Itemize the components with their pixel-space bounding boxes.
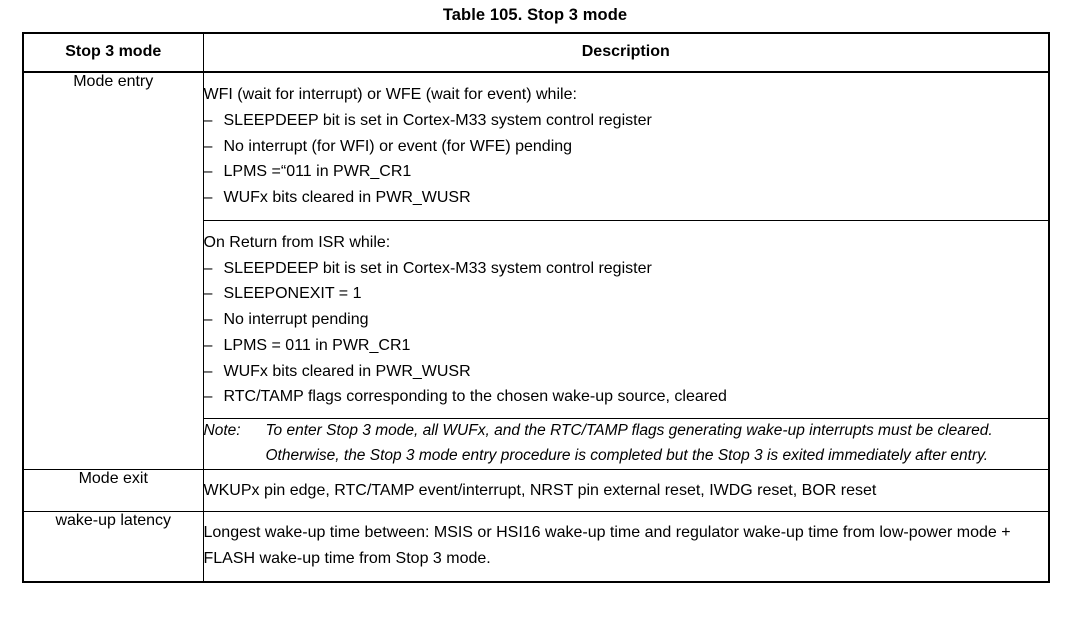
block1-lead-line: WFI (wait for interrupt) or WFE (wait fo… xyxy=(203,86,577,103)
list-item: RTC/TAMP flags corresponding to the chos… xyxy=(204,384,1049,410)
column-header-description: Description xyxy=(202,32,1050,73)
mode-entry-block-1: WFI (wait for interrupt) or WFE (wait fo… xyxy=(202,71,1050,221)
note-text: To enter Stop 3 mode, all WUFx, and the … xyxy=(265,422,993,464)
list-item: SLEEPONEXIT = 1 xyxy=(204,281,1049,307)
note-label: Note: xyxy=(203,422,241,439)
block2-condition-list: SLEEPDEEP bit is set in Cortex-M33 syste… xyxy=(204,256,1049,411)
table-container: Stop 3 mode Description Mode entry WFI (… xyxy=(22,32,1050,583)
list-item: LPMS = 011 in PWR_CR1 xyxy=(204,333,1049,359)
mode-entry-block-2: On Return from ISR while: SLEEPDEEP bit … xyxy=(202,219,1050,420)
list-item: SLEEPDEEP bit is set in Cortex-M33 syste… xyxy=(204,256,1049,282)
row-label-mode-exit: Mode exit xyxy=(22,468,204,513)
row-label-wakeup-latency: wake-up latency xyxy=(22,511,204,583)
table-header-row: Stop 3 mode Description xyxy=(22,32,1050,73)
list-item: WUFx bits cleared in PWR_WUSR xyxy=(204,185,1049,211)
list-item: LPMS =“011 in PWR_CR1 xyxy=(204,159,1049,185)
list-item: WUFx bits cleared in PWR_WUSR xyxy=(204,359,1049,385)
table-row: Mode entry WFI (wait for interrupt) or W… xyxy=(22,71,1050,470)
mode-exit-description: WKUPx pin edge, RTC/TAMP event/interrupt… xyxy=(202,468,1050,513)
block2-lead-line: On Return from ISR while: xyxy=(203,233,391,251)
mode-entry-note: Note: To enter Stop 3 mode, all WUFx, an… xyxy=(202,418,1050,470)
list-item: No interrupt (for WFI) or event (for WFE… xyxy=(204,134,1049,160)
wakeup-latency-description: Longest wake-up time between: MSIS or HS… xyxy=(202,511,1050,583)
list-item: No interrupt pending xyxy=(204,307,1049,333)
column-header-mode: Stop 3 mode xyxy=(22,32,204,73)
row-label-mode-entry: Mode entry xyxy=(22,71,204,470)
table-row: On Return from ISR while: SLEEPDEEP bit … xyxy=(23,219,1050,420)
table-row: Note: To enter Stop 3 mode, all WUFx, an… xyxy=(23,418,1050,470)
block1-condition-list: SLEEPDEEP bit is set in Cortex-M33 syste… xyxy=(204,108,1049,211)
stop3-mode-table: Stop 3 mode Description Mode entry WFI (… xyxy=(22,32,1050,583)
list-item: SLEEPDEEP bit is set in Cortex-M33 syste… xyxy=(204,108,1049,134)
table-caption: Table 105. Stop 3 mode xyxy=(442,6,628,24)
table-row: Mode exit WKUPx pin edge, RTC/TAMP event… xyxy=(22,468,1050,513)
table-row: wake-up latency Longest wake-up time bet… xyxy=(22,511,1050,583)
